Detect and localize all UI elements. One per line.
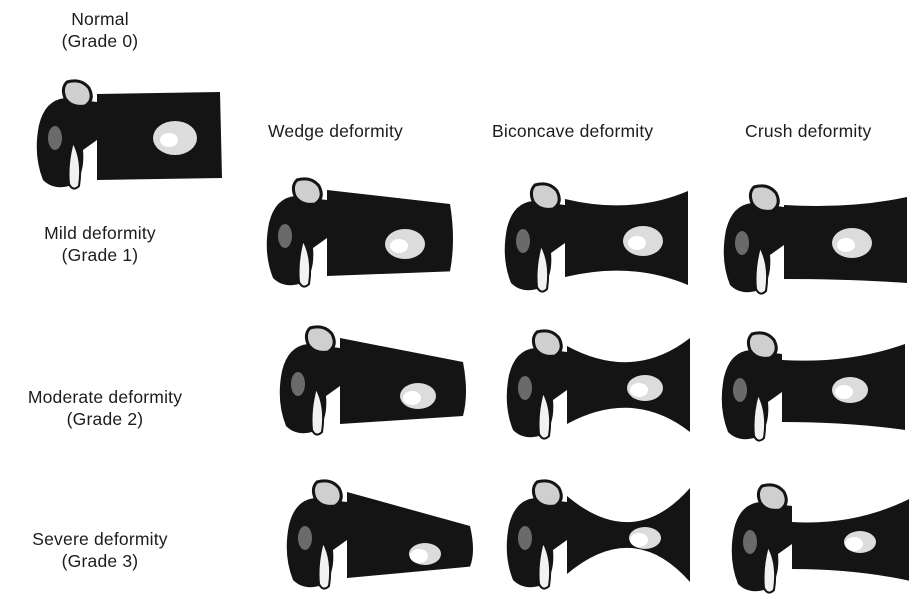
vertebral-body	[340, 338, 466, 424]
vertebra-wedge-grade-3	[275, 480, 480, 595]
posterior-element	[724, 203, 784, 292]
articular-process	[63, 81, 91, 106]
vertebra-drawing	[268, 326, 473, 441]
articular-process	[313, 481, 341, 506]
vertebra-drawing	[495, 330, 700, 445]
pedicle-shadow	[278, 224, 292, 248]
posterior-element	[505, 201, 565, 290]
pedicle-shadow	[735, 231, 749, 255]
articular-process	[748, 333, 776, 358]
articular-process	[750, 186, 778, 211]
pedicle-shadow	[291, 372, 305, 396]
vertebral-body	[347, 492, 473, 578]
grade-3-name: Severe deformity	[0, 528, 200, 550]
vertebra-drawing	[495, 480, 700, 595]
posterior-element	[267, 196, 327, 285]
grade-2-grade: (Grade 2)	[0, 408, 210, 430]
marrow-core	[628, 236, 646, 250]
articular-process	[306, 327, 334, 352]
marrow-core	[837, 238, 855, 252]
marrow-core	[160, 133, 178, 147]
vertebral-body	[327, 190, 453, 276]
articular-process	[758, 485, 786, 510]
vertebra-biconcave-grade-1	[493, 183, 698, 298]
vertebral-body	[567, 488, 690, 582]
vertebra-drawing	[720, 484, 909, 599]
vertebra-drawing	[275, 480, 480, 595]
marrow-core	[845, 537, 863, 551]
pedicle-shadow	[518, 376, 532, 400]
posterior-element	[722, 350, 782, 439]
vertebra-drawing	[712, 185, 909, 300]
vertebra-crush-grade-1	[712, 185, 909, 300]
pedicle-shadow	[298, 526, 312, 550]
articular-process	[531, 184, 559, 209]
marrow-core	[410, 549, 428, 563]
pedicle-shadow	[48, 126, 62, 150]
grade-0-label: Normal (Grade 0)	[40, 8, 160, 52]
articular-process	[533, 481, 561, 506]
column-header-crush: Crush deformity	[745, 120, 872, 142]
pedicle-shadow	[743, 530, 757, 554]
vertebra-normal-grade-0	[25, 80, 230, 195]
marrow-core	[630, 383, 648, 397]
column-header-wedge: Wedge deformity	[268, 120, 403, 142]
posterior-element	[507, 348, 567, 437]
posterior-element	[507, 498, 567, 587]
vertebra-drawing	[25, 80, 230, 195]
posterior-element	[280, 344, 340, 433]
grade-1-grade: (Grade 1)	[10, 244, 190, 266]
pedicle-shadow	[733, 378, 747, 402]
articular-process	[533, 331, 561, 356]
marrow-core	[403, 391, 421, 405]
vertebra-wedge-grade-2	[268, 326, 473, 441]
articular-process	[293, 179, 321, 204]
grade-1-label: Mild deformity (Grade 1)	[10, 222, 190, 266]
grade-3-grade: (Grade 3)	[0, 550, 200, 572]
pedicle-shadow	[518, 526, 532, 550]
vertebra-drawing	[255, 178, 460, 293]
vertebra-drawing	[710, 332, 909, 447]
vertebra-drawing	[493, 183, 698, 298]
grade-0-name: Normal	[40, 8, 160, 30]
posterior-element	[287, 498, 347, 587]
grade-2-name: Moderate deformity	[0, 386, 210, 408]
marrow-core	[630, 533, 648, 547]
vertebra-wedge-grade-1	[255, 178, 460, 293]
grade-0-grade: (Grade 0)	[40, 30, 160, 52]
vertebra-crush-grade-2	[710, 332, 909, 447]
vertebra-biconcave-grade-3	[495, 480, 700, 595]
posterior-element	[37, 98, 97, 187]
vertebra-biconcave-grade-2	[495, 330, 700, 445]
posterior-element	[732, 502, 792, 591]
grade-3-label: Severe deformity (Grade 3)	[0, 528, 200, 572]
pedicle-shadow	[516, 229, 530, 253]
marrow-core	[835, 385, 853, 399]
grade-1-name: Mild deformity	[10, 222, 190, 244]
marrow-core	[390, 239, 408, 253]
column-header-biconcave: Biconcave deformity	[492, 120, 653, 142]
vertebra-crush-grade-3	[720, 484, 909, 599]
grade-2-label: Moderate deformity (Grade 2)	[0, 386, 210, 430]
